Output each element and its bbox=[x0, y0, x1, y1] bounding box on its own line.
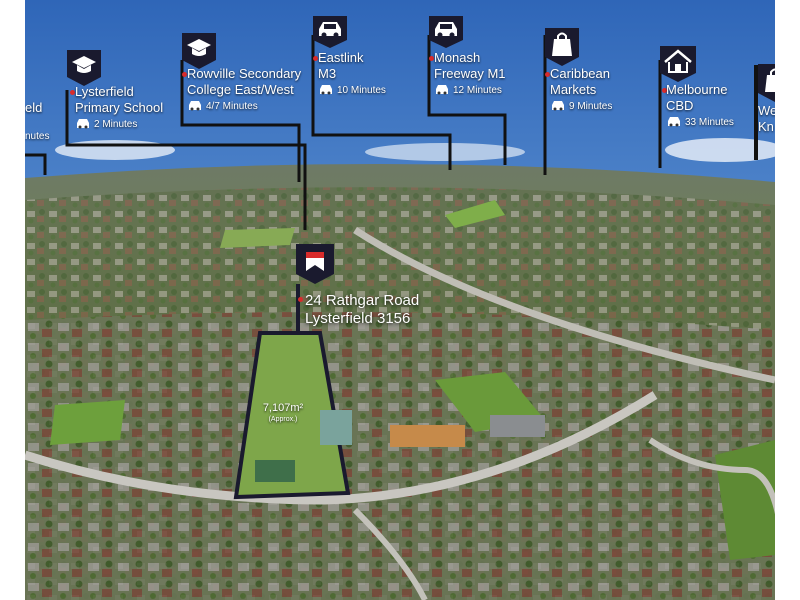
house-icon bbox=[660, 46, 696, 87]
aerial-landscape bbox=[25, 0, 775, 600]
car-icon bbox=[75, 118, 91, 134]
address-line-2: Lysterfield 3156 bbox=[305, 310, 411, 327]
aerial-photo: eld nutes Lysterfield Primary School 2 M… bbox=[25, 0, 775, 600]
poi-marker-dot bbox=[545, 72, 550, 77]
poi-travel-time: nutes bbox=[25, 131, 50, 142]
property-boundary bbox=[233, 331, 351, 500]
car-icon bbox=[318, 84, 334, 100]
poi-travel-time: 33 Minutes bbox=[685, 117, 734, 128]
car-icon bbox=[666, 116, 682, 132]
poi-label: Monash Freeway M1 12 Minutes bbox=[434, 50, 506, 100]
poi-travel-time: 2 Minutes bbox=[94, 119, 138, 130]
poi-label: eld nutes bbox=[25, 100, 49, 144]
poi-label: Caribbean Markets 9 Minutes bbox=[550, 66, 612, 116]
poi-marker-dot bbox=[70, 90, 75, 95]
poi-travel-time: 9 Minutes bbox=[569, 101, 613, 112]
poi-travel-time: 12 Minutes bbox=[453, 85, 502, 96]
car-icon bbox=[434, 84, 450, 100]
poi-travel-time: 4/7 Minutes bbox=[206, 101, 258, 112]
shopping-bag-icon bbox=[545, 28, 579, 71]
car-icon bbox=[429, 16, 463, 53]
poi-name: Melbourne CBD bbox=[666, 82, 728, 113]
property-lead-line bbox=[296, 284, 300, 334]
school-icon bbox=[67, 50, 101, 91]
land-area: 7,107m² bbox=[262, 402, 304, 414]
property-flag-icon bbox=[296, 244, 334, 289]
poi-marker-dot bbox=[429, 56, 434, 61]
poi-label: Melbourne CBD 33 Minutes bbox=[666, 82, 734, 132]
poi-name: Rowville Secondary College East/West bbox=[187, 66, 302, 97]
poi-name: eld bbox=[25, 100, 43, 115]
poi-name: Monash Freeway M1 bbox=[434, 50, 506, 81]
school-icon bbox=[182, 33, 216, 74]
poi-name: Lysterfield Primary School bbox=[75, 84, 164, 115]
poi-lead-lines bbox=[25, 35, 662, 230]
land-area-note: (Approx.) bbox=[268, 416, 298, 423]
car-icon bbox=[313, 16, 347, 53]
car-icon bbox=[550, 100, 566, 116]
property-address: 24 Rathgar Road Lysterfield 3156 bbox=[305, 292, 419, 328]
poi-name: Eastlink M3 bbox=[318, 50, 364, 81]
poi-label: Lysterfield Primary School 2 Minutes bbox=[75, 84, 163, 134]
poi-name: Caribbean Markets bbox=[550, 66, 610, 97]
poi-lead-line bbox=[754, 65, 758, 160]
poi-travel-time: 10 Minutes bbox=[337, 85, 386, 96]
poi-marker-dot bbox=[662, 88, 667, 93]
poi-marker-dot bbox=[313, 56, 318, 61]
poi-marker-dot bbox=[182, 72, 187, 77]
poi-label: Rowville Secondary College East/West 4/7… bbox=[187, 66, 301, 116]
poi-label: Eastlink M3 10 Minutes bbox=[318, 50, 386, 100]
poi-label: We Kn bbox=[758, 103, 775, 135]
address-line-1: 24 Rathgar Road bbox=[305, 292, 420, 309]
poi-name: We Kn bbox=[758, 103, 775, 134]
property-marker-dot bbox=[298, 297, 303, 302]
car-icon bbox=[187, 100, 203, 116]
land-area-label: 7,107m² (Approx.) bbox=[253, 402, 313, 424]
shopping-bag-icon bbox=[758, 64, 775, 107]
